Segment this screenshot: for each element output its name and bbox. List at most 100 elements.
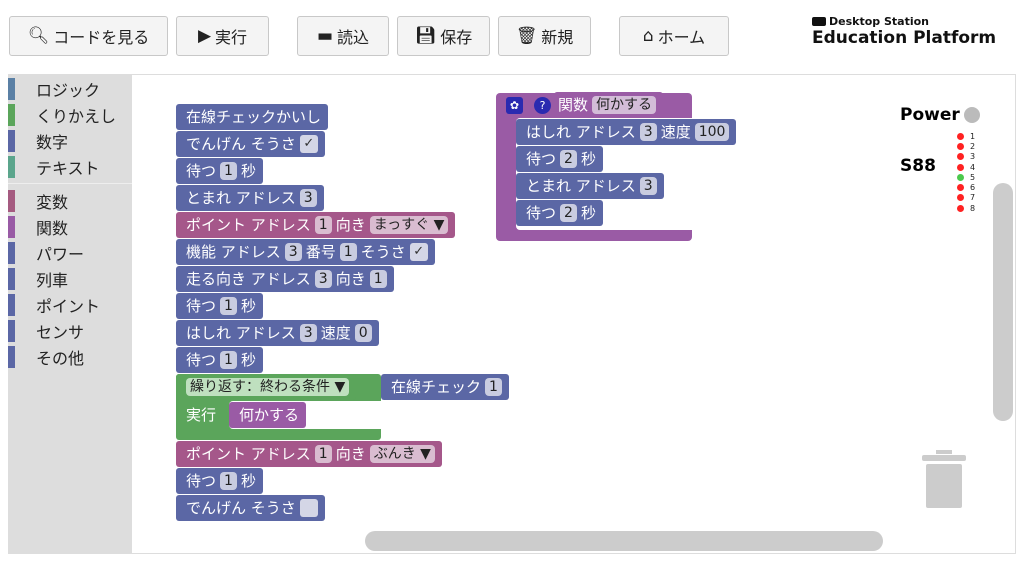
sensor-number: 2 (970, 141, 976, 151)
led-dot (957, 163, 964, 171)
block-text: 秒 (240, 297, 256, 315)
label: 新規 (541, 28, 574, 47)
horizontal-scrollbar[interactable] (365, 531, 883, 551)
search-icon: 🔍︎ (27, 26, 50, 46)
block-field[interactable]: 3 (639, 123, 657, 141)
led-dot (957, 142, 964, 150)
block-field[interactable]: 1 (339, 243, 357, 261)
block-field[interactable]: 3 (639, 177, 657, 195)
gear-icon[interactable]: ✿ (506, 97, 523, 114)
block-text: 機能 アドレス (186, 243, 281, 261)
block-checkbox[interactable]: ✓ (299, 135, 318, 153)
block-field[interactable]: 2 (560, 204, 577, 222)
code-block[interactable]: 関数何かする (554, 92, 664, 118)
toolbox-category[interactable]: テキスト (8, 154, 132, 179)
sensor-led: 3 (957, 152, 975, 162)
block-field[interactable]: ぶんき ▼ (369, 445, 435, 463)
category-label: 列車 (36, 270, 69, 290)
trash-can-icon[interactable] (922, 450, 966, 508)
block-text: 在線チェックかいし (186, 108, 322, 126)
block-field[interactable]: 1 (485, 378, 502, 396)
block-checkbox[interactable] (299, 499, 318, 517)
block-field[interactable]: 1 (314, 216, 332, 234)
view-code-button[interactable]: 🔍︎コードを見る (9, 16, 168, 56)
block-field[interactable]: 何かする (592, 96, 657, 114)
toolbox-category[interactable]: センサ (8, 318, 132, 343)
category-label: くりかえし (36, 106, 117, 126)
block-field[interactable]: 1 (369, 270, 387, 288)
sensor-led: 4 (957, 162, 975, 172)
toolbox-category[interactable]: 列車 (8, 266, 132, 291)
block-field[interactable]: 1 (314, 445, 332, 463)
toolbox-category[interactable]: パワー (8, 240, 132, 265)
led-dot (957, 173, 964, 181)
block-field[interactable]: 0 (354, 324, 372, 342)
code-block[interactable]: でんげん そうさ✓ (176, 131, 325, 157)
sensor-led: 7 (957, 193, 975, 203)
block-field[interactable]: 3 (284, 243, 302, 261)
s88-label: S88 (900, 156, 936, 176)
toolbox-category[interactable]: 関数 (8, 214, 132, 239)
code-block[interactable]: 繰り返す：終わる条件 ▼ (176, 374, 357, 400)
code-block[interactable]: でんげん そうさ (176, 495, 325, 521)
category-color (8, 189, 15, 212)
home-button[interactable]: ⌂ホーム (619, 16, 729, 56)
toolbox: ロジックくりかえし数字テキスト変数関数パワー列車ポイントセンサその他 (8, 74, 132, 554)
category-color (8, 215, 15, 238)
category-label: ロジック (36, 80, 101, 100)
block-field[interactable]: 2 (560, 150, 577, 168)
sensor-led: 1 (957, 131, 975, 141)
block-text: そうさ (360, 243, 406, 261)
toolbox-category[interactable]: ロジック (8, 76, 132, 101)
block-field[interactable]: 100 (694, 123, 730, 141)
led-dot (957, 184, 964, 192)
block-field[interactable]: 3 (299, 324, 317, 342)
block-text: 関数 (558, 96, 589, 114)
logo-line2: Education Platform (812, 28, 997, 48)
vertical-scrollbar[interactable] (993, 183, 1013, 421)
block-checkbox[interactable]: ✓ (409, 243, 428, 261)
block-field[interactable]: 1 (220, 162, 237, 180)
block-field[interactable]: 1 (220, 297, 237, 315)
load-button[interactable]: ▬読込 (297, 16, 389, 56)
block-field[interactable]: 1 (220, 472, 237, 490)
block-text: ポイント アドレス (186, 445, 311, 463)
sensor-number: 6 (970, 183, 976, 193)
block-field[interactable]: 3 (299, 189, 317, 207)
toolbox-category[interactable]: 変数 (8, 188, 132, 213)
new-button[interactable]: 🗑︎新規 (498, 16, 591, 56)
code-block[interactable]: 何かする (229, 402, 307, 428)
block-field[interactable]: まっすぐ ▼ (369, 216, 449, 234)
power-led (963, 107, 980, 123)
block-text: 向き (335, 216, 366, 234)
toolbox-category[interactable]: 数字 (8, 128, 132, 153)
help-icon[interactable]: ? (534, 97, 551, 114)
home-icon: ⌂ (642, 26, 654, 46)
run-button[interactable]: ▶実行 (176, 16, 269, 56)
block-field[interactable]: 3 (314, 270, 332, 288)
category-label: 変数 (36, 192, 69, 212)
toolbox-category[interactable]: その他 (8, 344, 132, 369)
block-field[interactable]: 1 (220, 351, 237, 369)
code-block[interactable]: 在線チェックかいし (176, 104, 329, 130)
toolbox-category[interactable]: ポイント (8, 292, 132, 317)
toolbox-category[interactable]: くりかえし (8, 102, 132, 127)
code-block[interactable]: 実行 (176, 402, 218, 428)
save-button[interactable]: 💾︎保存 (397, 16, 490, 56)
block-field[interactable]: 繰り返す：終わる条件 ▼ (186, 378, 350, 396)
